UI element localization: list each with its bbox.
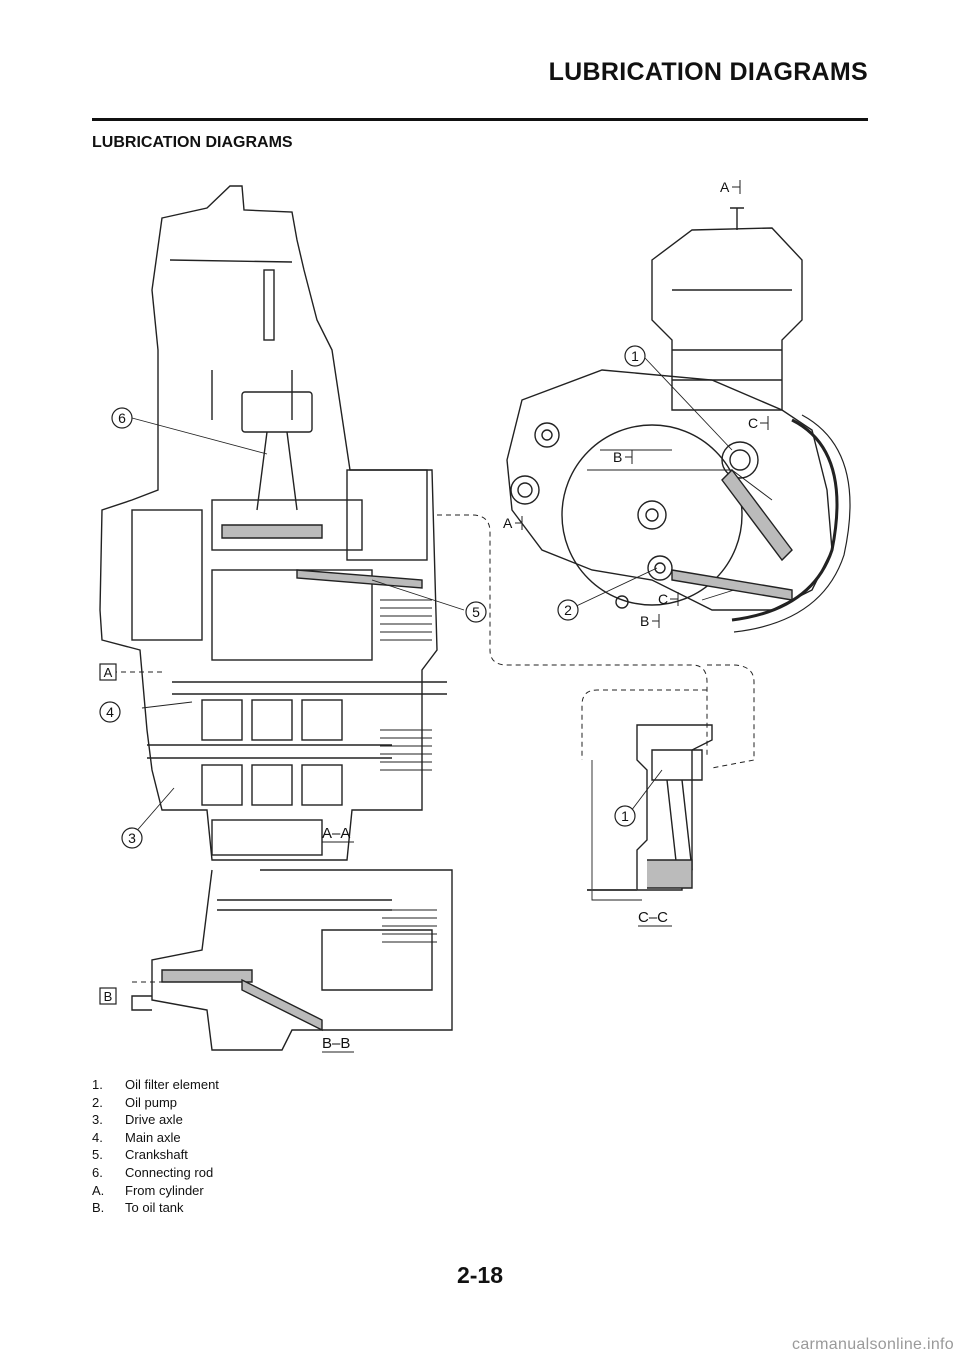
callout-2: 2 xyxy=(557,599,579,621)
section-mark-a-left: A xyxy=(503,515,513,531)
section-mark-c-bottom: C xyxy=(658,591,668,607)
callout-leaders xyxy=(131,357,733,835)
legend-item: 3.Drive axle xyxy=(92,1112,183,1128)
callout-2-label: 2 xyxy=(564,602,572,618)
section-marks: A B C A C B xyxy=(503,179,769,629)
svg-text:A: A xyxy=(104,665,113,680)
watermark: carmanualsonline.info xyxy=(792,1336,954,1353)
view-label-bb: B–B xyxy=(322,1035,350,1052)
callout-3-label: 3 xyxy=(128,830,136,846)
engine-side-view xyxy=(506,207,851,633)
box-label-b: B xyxy=(99,987,117,1005)
legend-item: 6.Connecting rod xyxy=(92,1164,214,1180)
legend-item: 2.Oil pump xyxy=(92,1094,178,1110)
callout-4: 4 xyxy=(99,701,121,723)
section-mark-c-top: C xyxy=(748,415,758,431)
lubrication-diagram: 6 5 4 3 1 2 1 A B A B C A xyxy=(92,170,868,1070)
page-number: 2-18 xyxy=(456,1262,504,1288)
callout-1-top: 1 xyxy=(624,345,646,367)
view-label-cc: C–C xyxy=(638,909,668,926)
svg-text:B: B xyxy=(104,989,113,1004)
section-mark-b-bottom: B xyxy=(640,613,649,629)
callout-1-cc-label: 1 xyxy=(621,808,629,824)
section-title: LUBRICATION DIAGRAMS xyxy=(92,134,293,151)
diagram-drawing: 6 5 4 3 1 2 1 A B A B C A xyxy=(99,179,851,1053)
callout-4-label: 4 xyxy=(106,704,114,720)
callout-5: 5 xyxy=(465,601,487,623)
header-rule xyxy=(92,118,868,121)
legend-item: B.To oil tank xyxy=(92,1200,184,1216)
box-label-a: A xyxy=(99,663,117,681)
section-aa-drawing xyxy=(99,185,447,861)
view-label-aa: A–A xyxy=(322,825,350,842)
legend-item: A.From cylinder xyxy=(92,1182,204,1198)
legend-item: 1.Oil filter element xyxy=(92,1077,219,1092)
callout-1-top-label: 1 xyxy=(631,348,639,364)
callout-5-label: 5 xyxy=(472,604,480,620)
callout-6-label: 6 xyxy=(118,410,126,426)
connection-lines xyxy=(112,514,755,983)
callout-3: 3 xyxy=(121,827,143,849)
legend-item: 5.Crankshaft xyxy=(92,1147,188,1163)
section-bb-drawing xyxy=(131,869,453,1051)
section-mark-b-top: B xyxy=(613,449,622,465)
section-cc-drawing xyxy=(587,724,713,901)
callout-6: 6 xyxy=(111,407,133,429)
legend-item: 4.Main axle xyxy=(92,1129,181,1145)
view-labels: A–A B–B C–C xyxy=(322,825,672,1053)
callout-1-cc: 1 xyxy=(614,805,636,827)
section-mark-a-top: A xyxy=(720,179,730,195)
legend-list: 1.Oil filter element 2.Oil pump 3.Drive … xyxy=(92,1076,219,1217)
header-title: LUBRICATION DIAGRAMS xyxy=(548,58,868,86)
